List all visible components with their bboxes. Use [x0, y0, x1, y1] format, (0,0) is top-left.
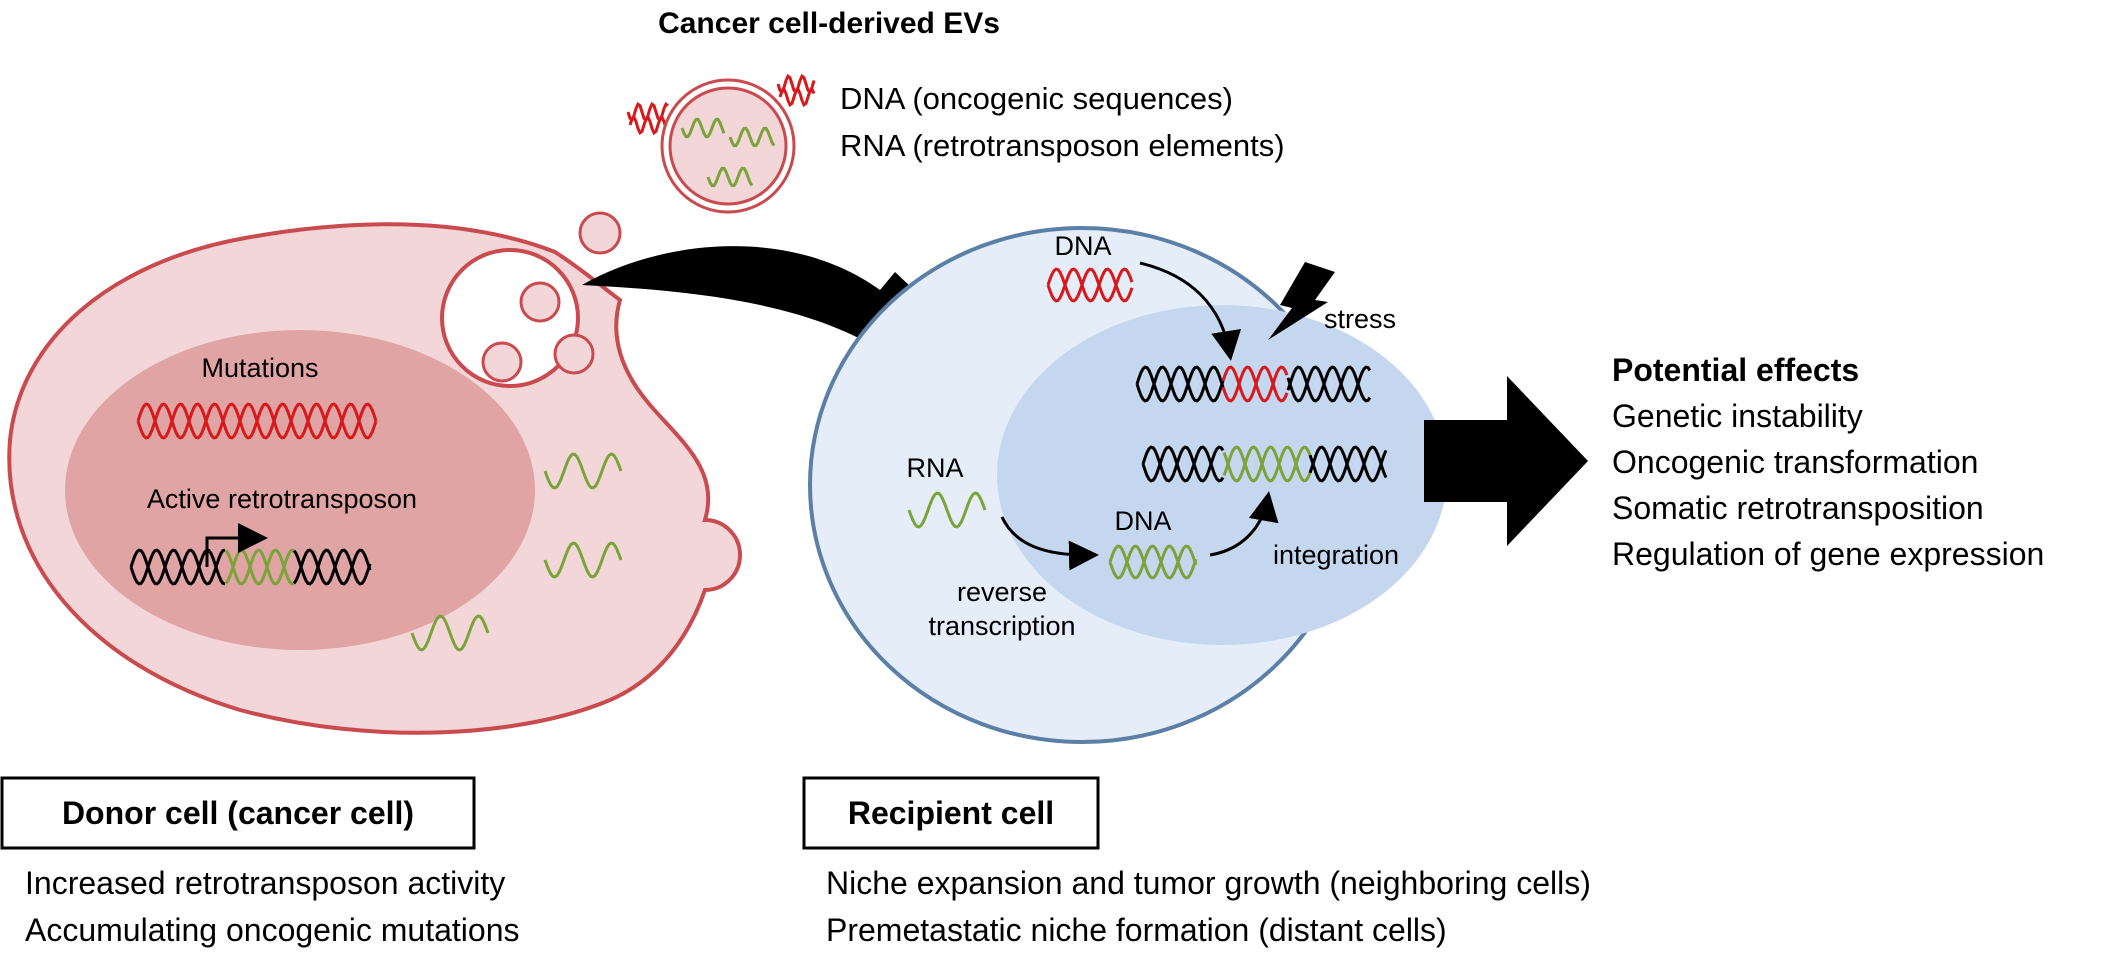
vesicle-small	[481, 341, 523, 383]
rna-strand	[543, 452, 623, 490]
ev-cargo-rna: RNA (retrotransposon elements)	[840, 128, 1285, 163]
ev-rna-cargo	[680, 117, 776, 188]
integration-label: integration	[1273, 540, 1399, 570]
donor-box	[0, 776, 476, 850]
rna-wave	[410, 614, 490, 652]
helix-strand	[1308, 445, 1388, 483]
effect-item: Somatic retrotransposition	[1612, 490, 1984, 526]
rna-wave	[680, 117, 726, 139]
helix-strand	[1108, 544, 1198, 580]
rna-label: RNA	[906, 453, 963, 483]
recipient-note: Premetastatic niche formation (distant c…	[826, 912, 1447, 948]
rna-wave	[728, 126, 776, 148]
reverse-transcription-arrow	[1000, 516, 1099, 571]
donor-cell: Mutations Active retrotransposon	[7, 211, 742, 735]
helix-strand	[136, 402, 378, 440]
effect-item: Regulation of gene expression	[1612, 536, 2044, 572]
rna-strand	[543, 541, 623, 579]
helix-strand	[628, 114, 670, 136]
rna-strand	[907, 491, 987, 529]
helix-strand	[1135, 365, 1225, 403]
vesicle-small	[519, 281, 561, 323]
helix-strand	[1141, 445, 1225, 483]
recipient-box	[802, 776, 1100, 850]
extracellular-vesicle	[626, 73, 816, 214]
reverse-transcription-label-2: transcription	[928, 611, 1075, 641]
ev-title: Cancer cell-derived EVs	[658, 7, 1000, 40]
dna-label: DNA	[1054, 231, 1111, 261]
helix-strand	[1141, 445, 1225, 483]
rna-wave	[543, 452, 623, 490]
integration-arrow-dna	[1139, 261, 1242, 361]
retrotransposon-dna-helix	[129, 548, 372, 586]
stress-lightning-icon	[1268, 262, 1335, 340]
rna-wave	[706, 166, 754, 188]
helix-strand	[129, 548, 226, 586]
released-vesicle	[578, 211, 622, 255]
cdna-label: DNA	[1114, 506, 1171, 536]
helix-strand	[1221, 365, 1289, 403]
donor-note: Increased retrotransposon activity	[25, 865, 505, 901]
stress-label: stress	[1324, 304, 1396, 334]
helix-strand	[1308, 445, 1388, 483]
ev-surface-dna	[626, 73, 816, 136]
recipient-nucleus	[997, 305, 1447, 645]
recipient-cell: DNA stress RNA reverse transcription DNA…	[808, 226, 1447, 744]
reverse-transcription-label-1: reverse	[957, 577, 1047, 607]
ev-dna-helix	[1046, 267, 1134, 303]
mutations-label: Mutations	[201, 353, 318, 383]
helix-strand	[292, 548, 372, 586]
helix-strand	[778, 86, 816, 108]
helix-strand	[1135, 365, 1225, 403]
active-retrotransposon-label: Active retrotransposon	[147, 484, 417, 514]
rna-strand	[410, 614, 490, 652]
helix-strand	[1222, 445, 1312, 483]
helix-strand	[1221, 365, 1289, 403]
donor-note: Accumulating oncogenic mutations	[25, 912, 520, 948]
helix-strand	[1286, 365, 1372, 403]
ev-cargo-dna: DNA (oncogenic sequences)	[840, 81, 1233, 116]
effects-title: Potential effects	[1612, 352, 1859, 388]
helix-strand	[292, 548, 372, 586]
recipient-note: Niche expansion and tumor growth (neighb…	[826, 865, 1591, 901]
helix-strand	[1108, 544, 1198, 580]
donor-box-title: Donor cell (cancer cell)	[62, 795, 414, 831]
ev-inner-membrane	[668, 86, 788, 206]
vesicle-small	[553, 333, 595, 375]
integrated-dna-helix	[1135, 365, 1372, 403]
rna-wave	[543, 541, 623, 579]
helix-strand	[1286, 365, 1372, 403]
helix-strand	[1046, 267, 1134, 303]
cdna-helix	[1108, 544, 1198, 580]
integration-arrow-cdna	[1209, 491, 1279, 557]
helix-strand	[224, 548, 295, 586]
rna-wave	[907, 491, 987, 529]
integrated-retro-helix	[1141, 445, 1388, 483]
mutated-dna-helix	[136, 402, 378, 440]
effect-item: Oncogenic transformation	[1612, 444, 1978, 480]
effects-arrow	[1424, 376, 1588, 546]
transcription-start-arrow	[205, 523, 268, 567]
helix-strand	[129, 548, 226, 586]
effect-item: Genetic instability	[1612, 398, 1863, 434]
recipient-box-title: Recipient cell	[848, 795, 1054, 831]
helix-strand	[1046, 267, 1134, 303]
